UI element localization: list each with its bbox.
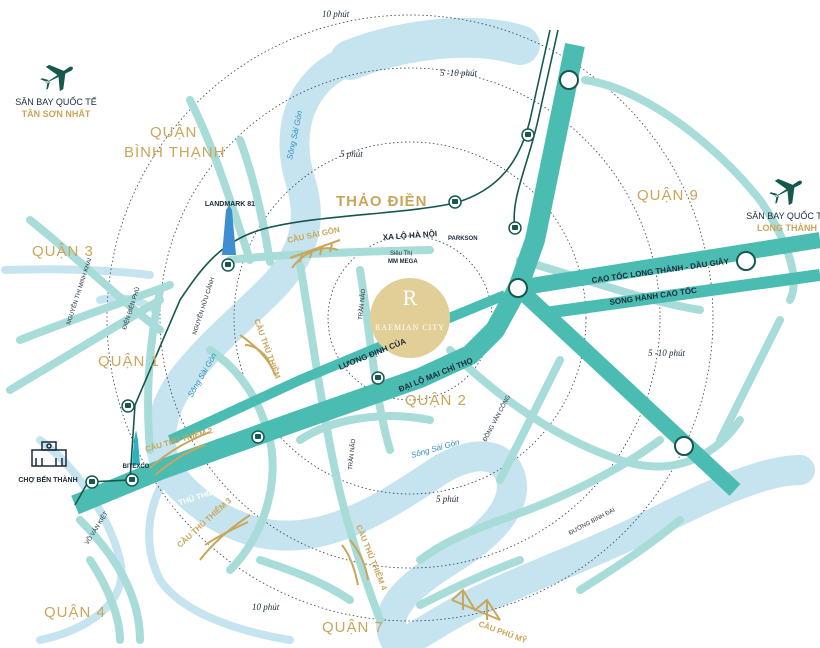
project-marker[interactable]: R RAEMIAN CITY <box>370 278 450 358</box>
airport-tsn-line1: SÂN BAY QUỐC TẾ <box>15 96 97 107</box>
project-name: RAEMIAN CITY <box>375 323 445 332</box>
cau-thu-thiem-3-icon <box>199 514 251 561</box>
bitexco-tower-icon <box>132 430 140 465</box>
station-marker <box>221 258 235 272</box>
station-marker <box>125 473 139 487</box>
metro-line <box>74 29 559 506</box>
secondary-roads <box>6 76 798 644</box>
main-roads <box>71 42 820 515</box>
airport-lt-line1: SÂN BAY QUỐC TẾ <box>746 210 820 221</box>
label-5-10-phut-top: 5 -10 phút <box>440 68 477 78</box>
landmark-81-tower-icon <box>222 205 236 255</box>
station-marker <box>371 371 385 385</box>
district-binh-thanh-line1: QUẬN <box>150 124 197 141</box>
district-quan-9: QUẬN 9 <box>637 187 699 204</box>
place-parkson: PARKSON <box>448 236 478 242</box>
road-xa-lo-ha-noi: XA LỘ HÀ NỘI <box>383 229 438 242</box>
road-tran-nao: TRẦN NÃO <box>357 288 367 320</box>
station-marker <box>85 475 99 489</box>
place-mega-line2: MM MEGA <box>388 259 418 265</box>
district-quan-3: QUẬN 3 <box>32 243 94 260</box>
station-marker <box>521 128 535 142</box>
district-quan-4: QUẬN 4 <box>44 604 106 621</box>
place-landmark-81: LANDMARK 81 <box>205 201 255 208</box>
road-dong-van-cong: ĐỒNG VĂN CỐNG <box>482 394 513 443</box>
label-10-phut-bottom: 10 phút <box>252 602 280 612</box>
cau-sai-gon-icon <box>289 239 341 269</box>
road-tran-nao-south: TRẦN NÃO <box>347 438 357 470</box>
airplane-icon <box>769 178 802 206</box>
district-quan-1: QUẬN 1 <box>98 353 160 370</box>
label-5-phut-top: 5 phút <box>340 149 363 159</box>
cau-thu-thiem-4-icon <box>341 539 369 586</box>
cho-ben-thanh-icon <box>31 441 67 467</box>
cau-thu-thiem-icon <box>239 334 276 376</box>
project-logo: R <box>403 285 418 310</box>
place-cho-ben-thanh: CHỢ BẾN THÀNH <box>18 474 77 484</box>
bridge-icons <box>149 239 501 621</box>
district-quan-7: QUẬN 7 <box>322 619 384 636</box>
airport-tsn-line2: TÂN SƠN NHẤT <box>22 108 91 119</box>
bridge-label-cau-phu-my: CẦU PHÚ MỸ <box>477 618 529 645</box>
station-marker <box>251 430 265 444</box>
label-5-phut-south: 5 phút <box>436 494 459 504</box>
label-10-phut-top: 10 phút <box>322 9 350 19</box>
station-marker <box>448 195 462 209</box>
interchanges <box>508 70 756 456</box>
district-thao-dien: THẢO ĐIỀN <box>336 193 428 210</box>
district-quan-2: QUẬN 2 <box>405 392 467 409</box>
station-marker <box>121 399 135 413</box>
airplane-icon <box>40 64 73 92</box>
airport-lt-line2: LONG THÀNH <box>757 223 817 233</box>
place-bitexco: BITEXCO <box>123 464 150 470</box>
metro-stations <box>85 128 535 489</box>
place-mega-line1: Siêu Thị <box>390 251 412 257</box>
label-5-10-phut-east: 5 -10 phút <box>648 348 685 358</box>
district-binh-thanh-line2: BÌNH THẠNH <box>124 144 225 161</box>
cau-thu-thiem-2-icon <box>149 431 211 476</box>
station-marker <box>508 221 522 235</box>
cau-phu-my-icon <box>451 588 501 621</box>
